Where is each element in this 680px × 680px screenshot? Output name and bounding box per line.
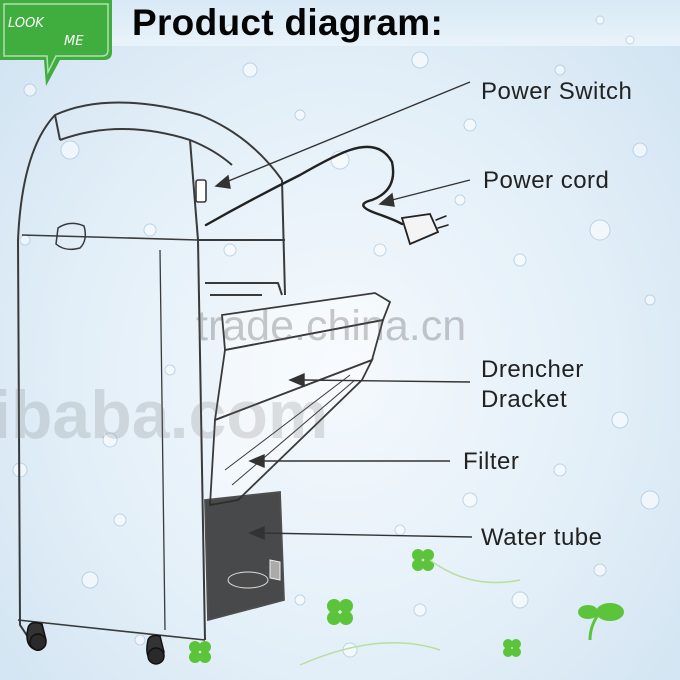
callout-dracket: Dracket [481,386,568,413]
watermark-trade-china: trade.china.cn [196,302,467,350]
callout-drencher: Drencher [481,356,584,383]
callout-power-cord: Power cord [483,167,610,194]
watermark-alibaba: ibaba.com [0,377,329,453]
clover-decorations [189,549,624,666]
power-cord-part [204,145,449,246]
filter-part [209,358,374,507]
caster-wheels [26,621,165,665]
title-band [0,0,680,46]
logo-text-look: LOOK [8,16,44,31]
callout-power-switch: Power Switch [481,78,633,105]
water-droplets [12,15,660,658]
water-tube-part [204,491,285,622]
callout-filter: Filter [463,448,520,475]
callout-arrows [214,81,473,541]
look-me-logo [0,0,112,86]
power-switch-part [195,179,207,203]
logo-text-me: ME [64,34,84,49]
air-cooler-outline [17,101,286,641]
diagram-title: Product diagram: [132,2,444,43]
callout-water-tube: Water tube [481,524,603,551]
